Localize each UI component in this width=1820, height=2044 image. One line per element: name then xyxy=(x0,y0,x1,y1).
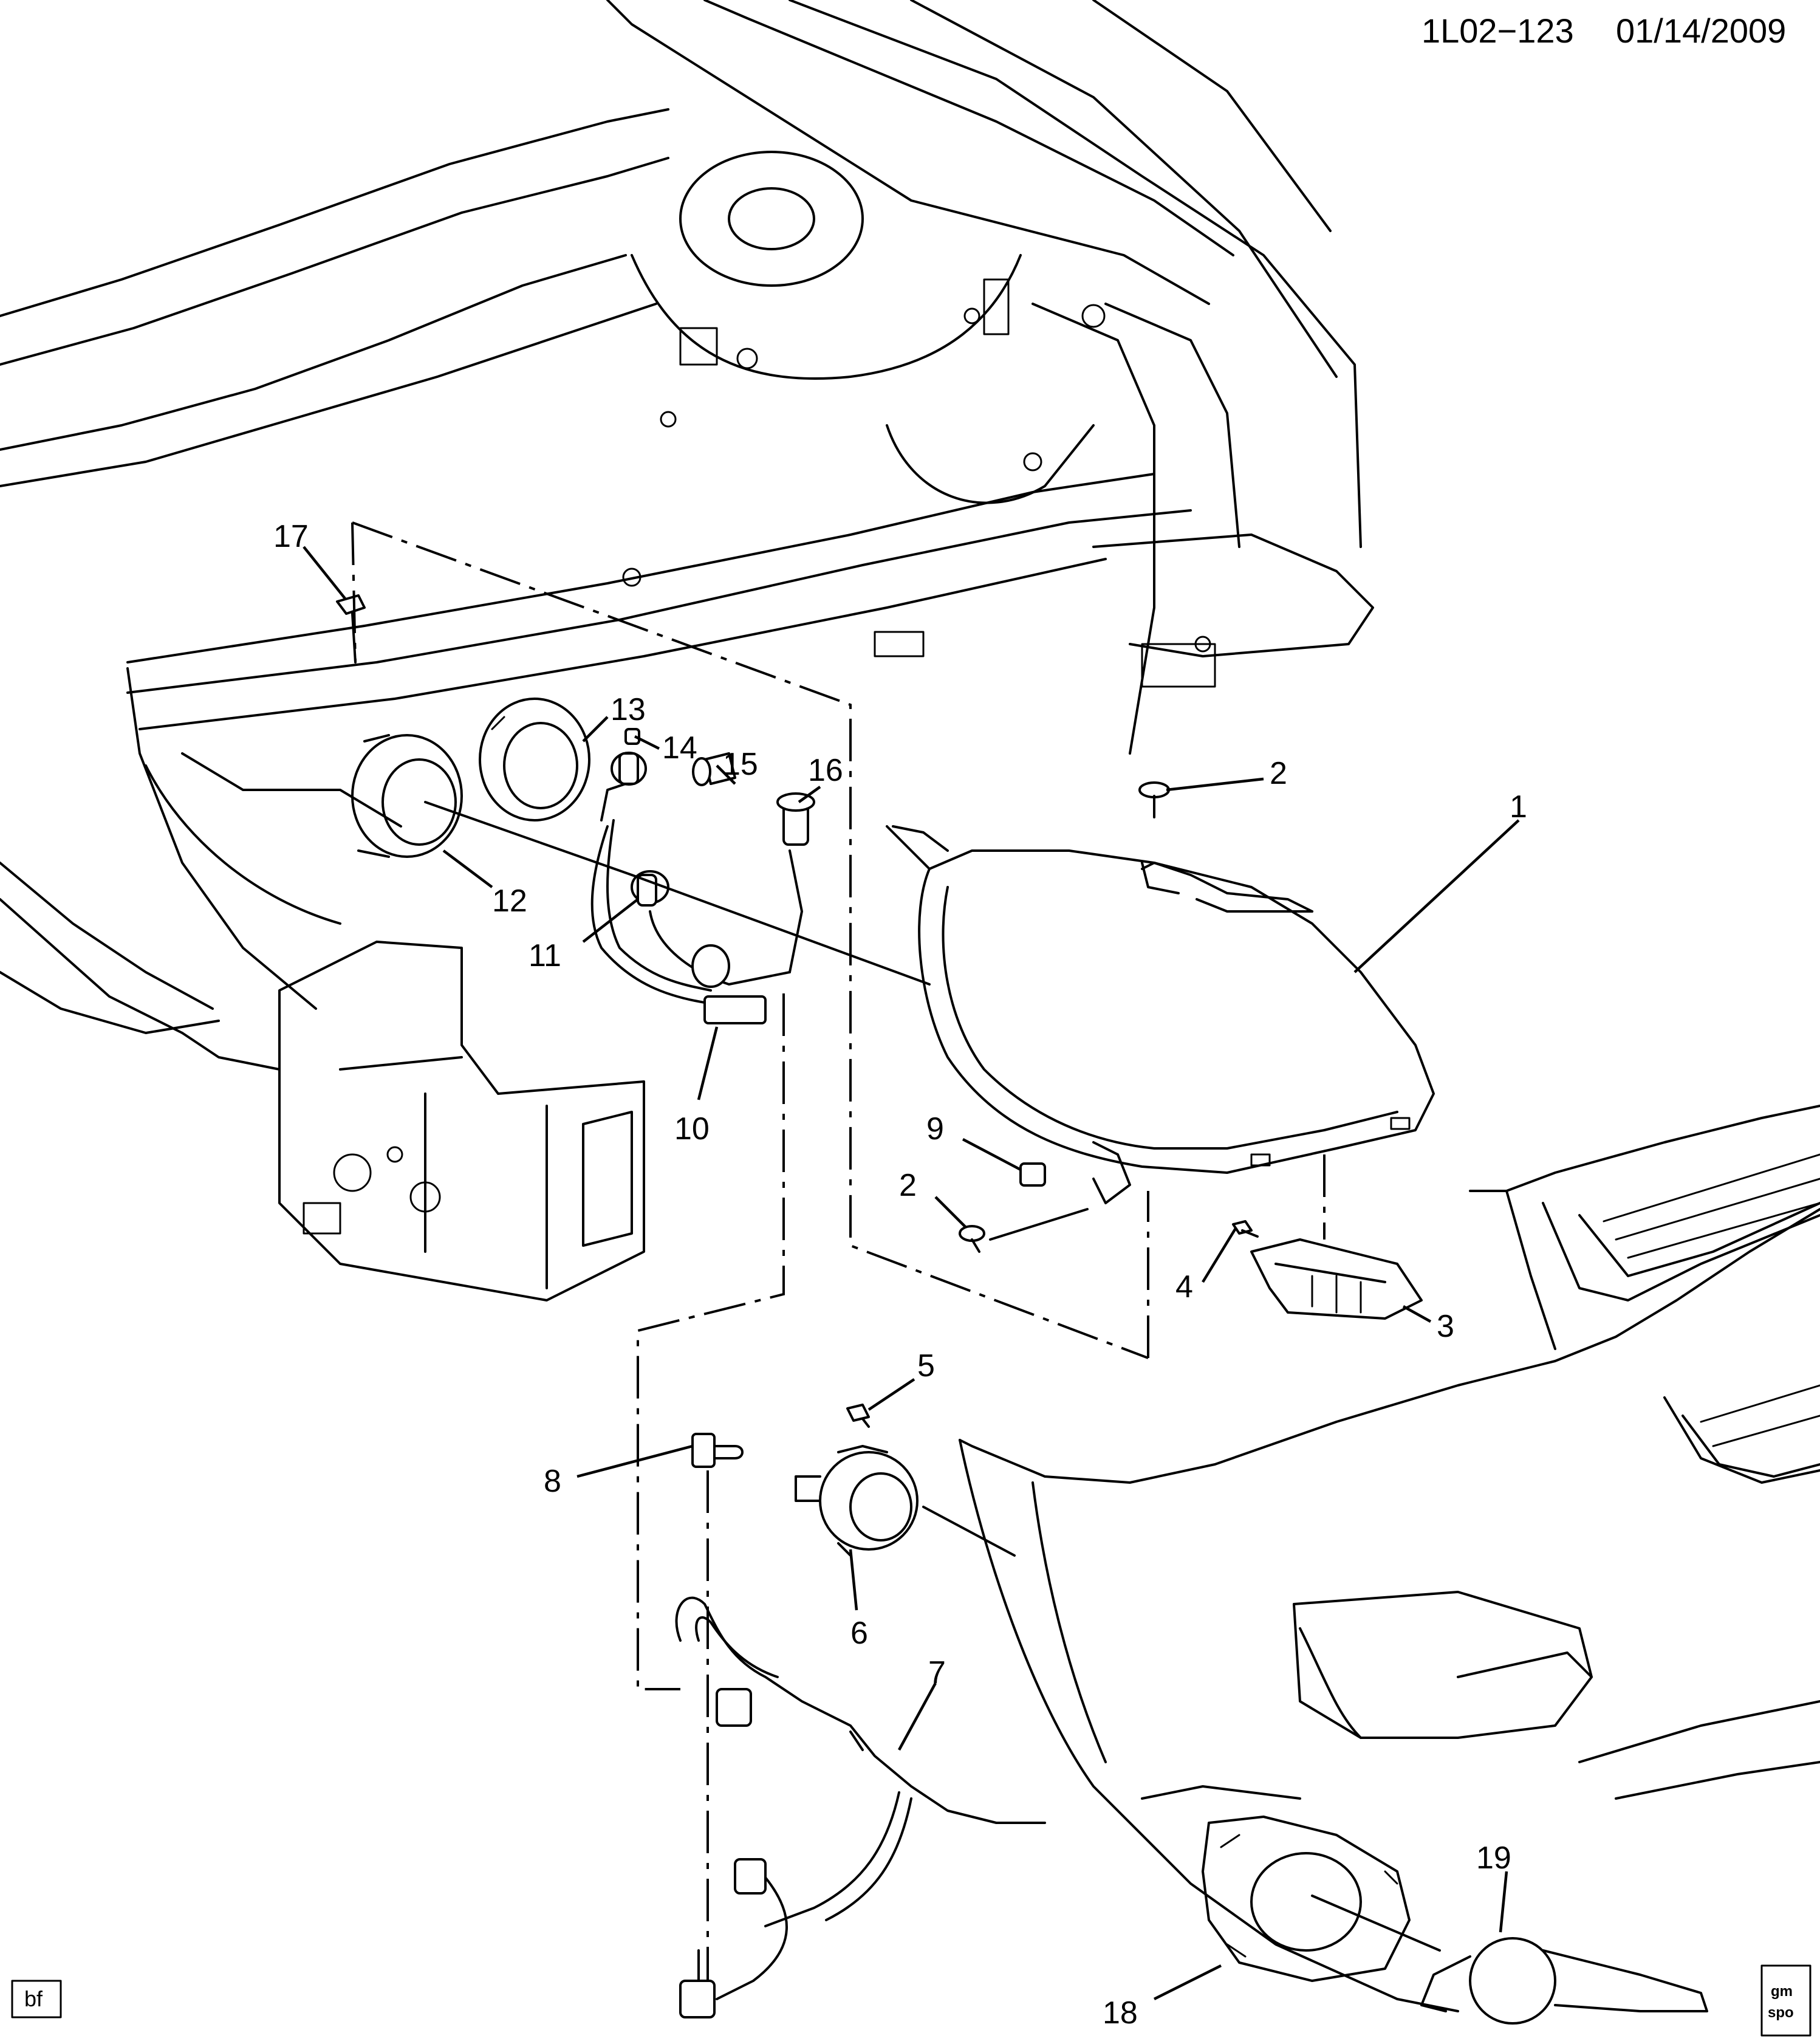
callout-16: 16 xyxy=(808,753,843,788)
headlamp-assembly xyxy=(886,825,1435,1204)
screw-2-upper xyxy=(1138,781,1170,818)
callout-6: 6 xyxy=(850,1616,868,1651)
fog-harness-7 xyxy=(675,1596,1046,2018)
screw-5 xyxy=(846,1404,870,1428)
callout-5: 5 xyxy=(917,1348,935,1384)
callout-10: 10 xyxy=(674,1111,710,1147)
callout-3: 3 xyxy=(1437,1309,1454,1344)
callout-2-lower: 2 xyxy=(899,1168,917,1203)
initials-box: bf xyxy=(11,1980,62,2018)
fog-bulb-8 xyxy=(691,1433,744,1468)
screw-2-lower xyxy=(959,1225,985,1253)
retainer-17 xyxy=(336,594,366,664)
callout-7: 7 xyxy=(928,1655,946,1690)
headlamp-bracket xyxy=(1250,1238,1423,1320)
leader-lines xyxy=(303,546,1520,2001)
callout-2-upper: 2 xyxy=(1270,756,1287,791)
diagram-date: 01/14/2009 xyxy=(1616,12,1786,50)
gm-spo-logo: gm spo xyxy=(1760,1964,1811,2037)
assembly-lines xyxy=(351,521,1441,1981)
clip-9 xyxy=(1019,1162,1046,1187)
callout-15: 15 xyxy=(723,747,758,782)
callout-1: 1 xyxy=(1510,789,1527,825)
callout-11: 11 xyxy=(529,938,561,973)
fog-accent-19 xyxy=(1420,1937,1708,2025)
callout-12: 12 xyxy=(492,883,527,919)
sockets-and-bulbs xyxy=(590,728,815,1024)
logo-gm: gm xyxy=(1771,1983,1793,2000)
headlamp-cap-12 xyxy=(351,734,463,858)
initials-text: bf xyxy=(24,1986,43,2011)
callout-19: 19 xyxy=(1476,1840,1511,1876)
callout-18: 18 xyxy=(1103,1995,1138,2031)
front-fascia xyxy=(959,1105,1820,2012)
callout-4: 4 xyxy=(1175,1269,1193,1305)
callout-labels: 1 2 2 3 4 5 6 7 8 9 10 11 12 13 14 15 16… xyxy=(273,519,1527,2031)
diagram-code: 1L02−123 xyxy=(1421,12,1574,50)
fog-bezel-18 xyxy=(1202,1816,1411,1982)
callout-14: 14 xyxy=(662,730,697,766)
fog-lamp-6 xyxy=(795,1445,919,1557)
front-body-structure xyxy=(0,0,1374,1302)
logo-spo: spo xyxy=(1768,2005,1794,2021)
headlamp-cap-13 xyxy=(479,698,590,821)
callout-8: 8 xyxy=(544,1464,561,1499)
callout-13: 13 xyxy=(611,692,646,727)
callout-9: 9 xyxy=(926,1111,944,1147)
callout-17: 17 xyxy=(273,519,309,554)
screw-4 xyxy=(1232,1220,1259,1238)
